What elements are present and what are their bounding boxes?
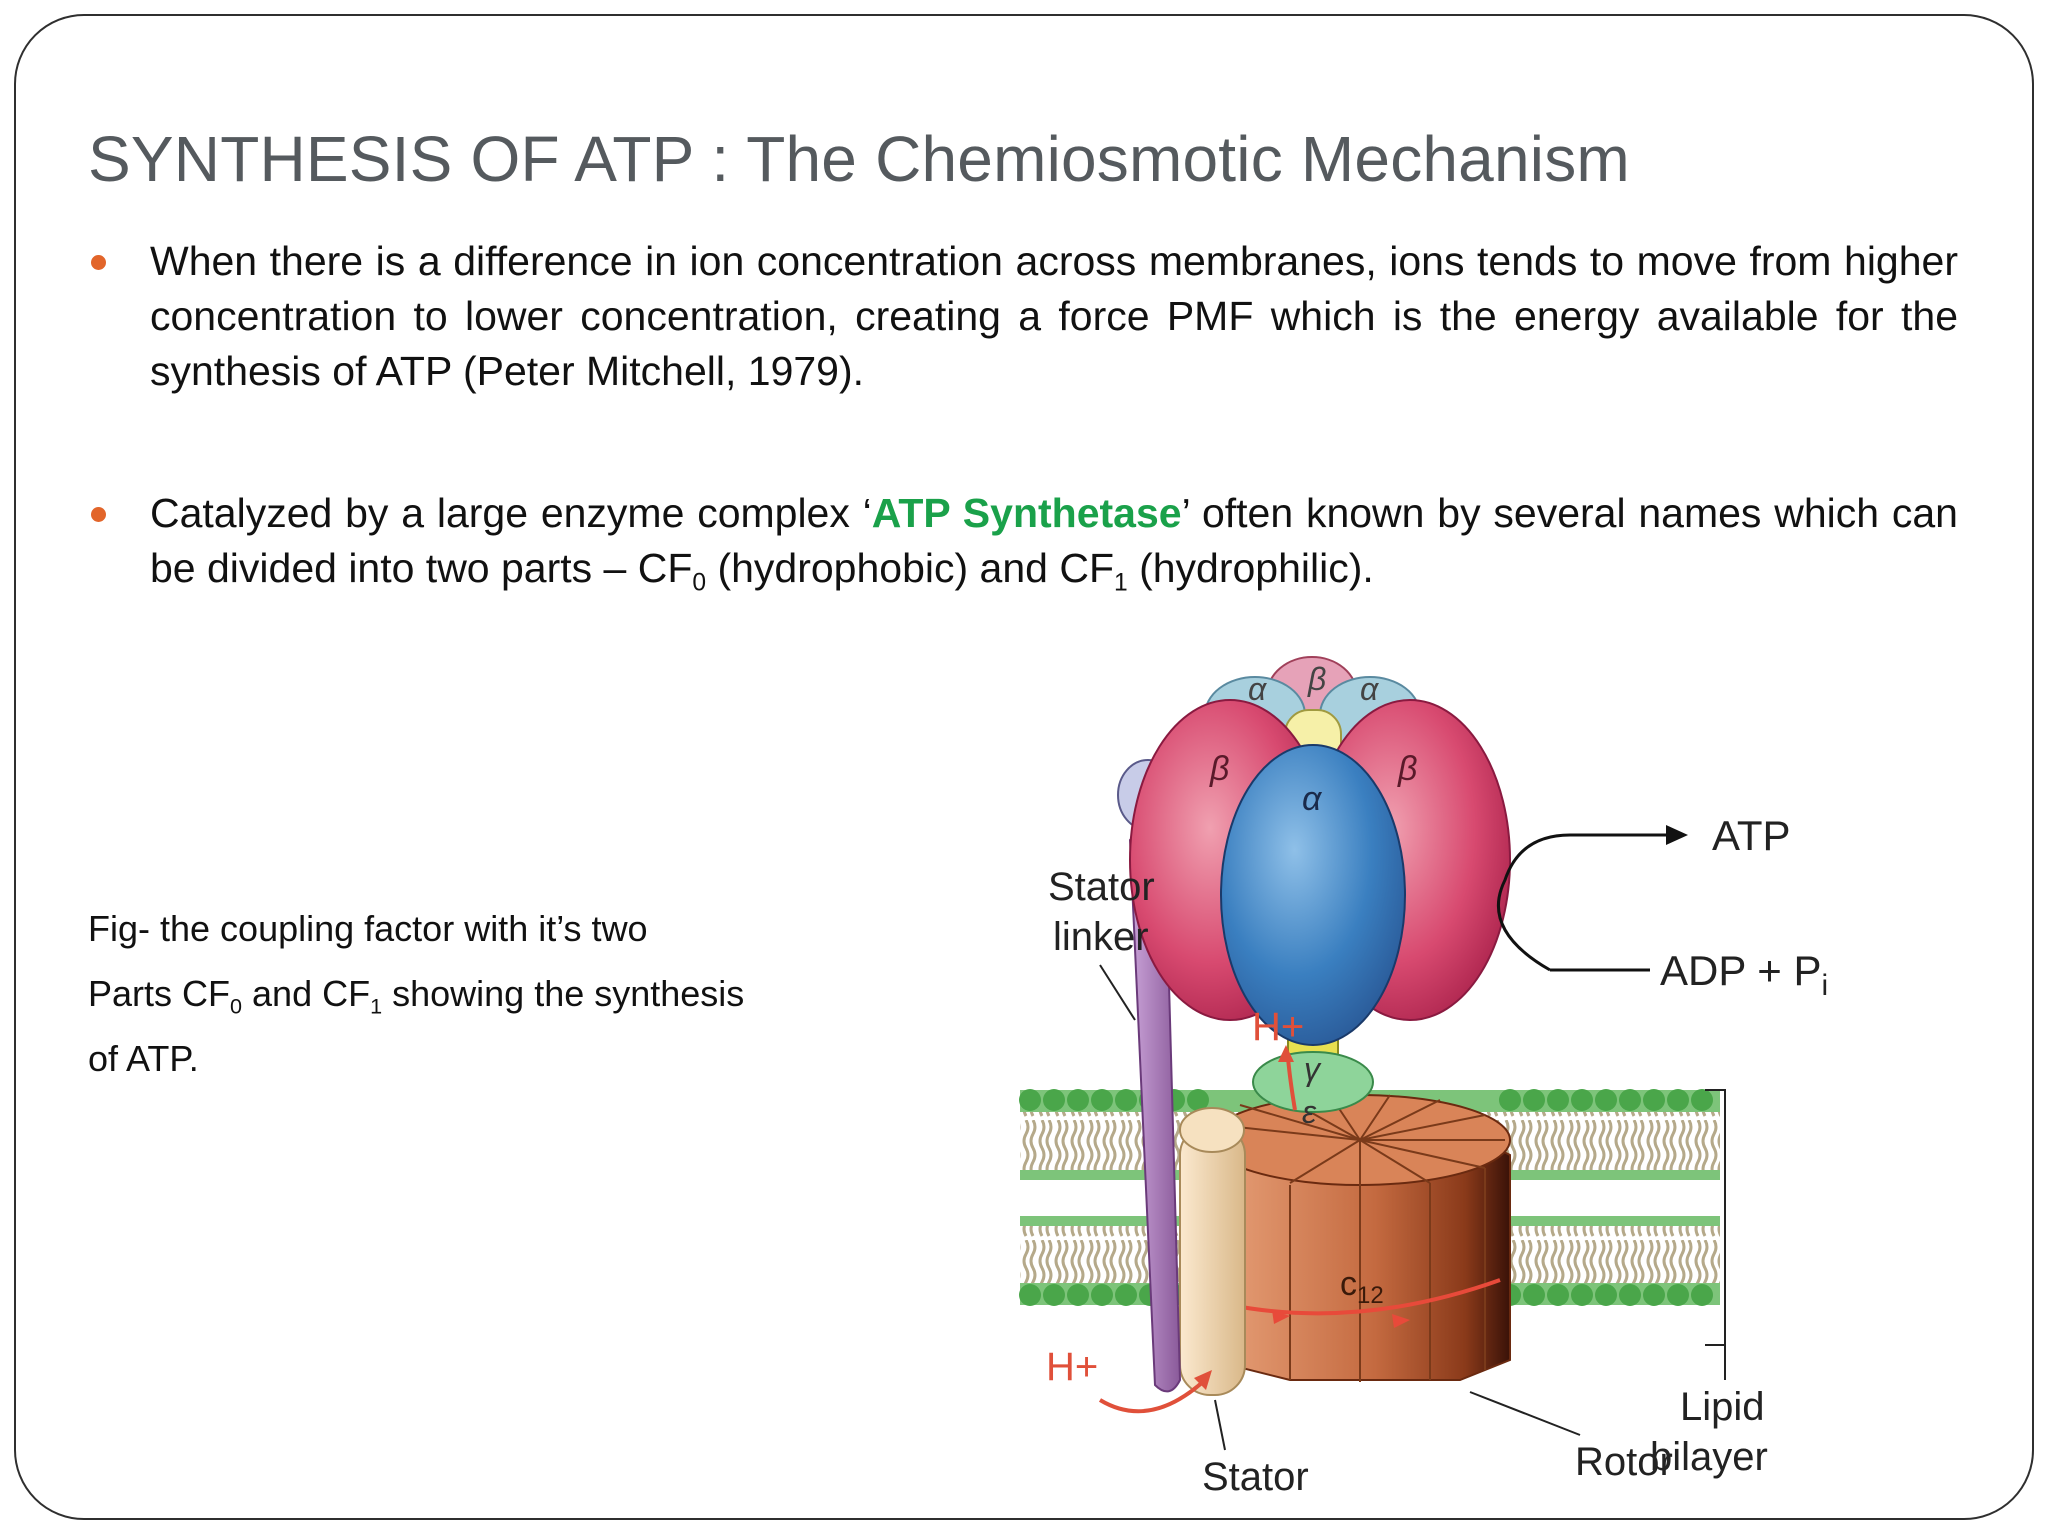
adp-pi-label: ADP + Pi xyxy=(1660,947,1828,1002)
rotor-c12-ring: c12 xyxy=(1209,1094,1511,1382)
bullet-pmf-text: When there is a difference in ion concen… xyxy=(150,238,1958,394)
stator-label: Stator xyxy=(1202,1455,1309,1499)
c12-label-c: c xyxy=(1340,1265,1357,1303)
figure-caption: Fig- the coupling factor with it’s two P… xyxy=(88,896,868,1091)
caption-line-2-mid: and CF xyxy=(242,973,371,1014)
h-plus-lower-label: H+ xyxy=(1046,1345,1098,1389)
stator-linker-label-2: linker xyxy=(1053,915,1149,959)
lipid-bilayer-label-1: Lipid xyxy=(1680,1385,1765,1429)
atp-reaction-arrow xyxy=(1496,825,1688,972)
caption-cf0-sub: 0 xyxy=(230,993,243,1019)
stator-linker-label-1: Stator xyxy=(1048,865,1155,909)
beta-label-right: β xyxy=(1397,750,1417,788)
adp-pi-text: ADP + P xyxy=(1660,947,1821,994)
caption-line-2: Parts CF0 and CF1 showing the synthesis xyxy=(88,961,868,1026)
beta-label-left: β xyxy=(1209,750,1229,788)
bullet-dot xyxy=(91,255,106,270)
caption-line-3: of ATP. xyxy=(88,1038,199,1079)
pi-subscript: i xyxy=(1821,969,1828,1002)
bullet-pmf: When there is a difference in ion concen… xyxy=(91,234,1958,399)
atp-synthase-diagram: c12 δ α β α β β α γ ε ATP ADP + Pi xyxy=(1019,656,1828,1499)
bullet-text-mid2: (hydrophobic) and CF xyxy=(706,545,1114,591)
caption-line-2-post: showing the synthesis xyxy=(382,973,745,1014)
bullet-text-pre: Catalyzed by a large enzyme complex ‘ xyxy=(150,490,872,536)
bullet-dot xyxy=(91,507,106,522)
caption-line-1: Fig- the coupling factor with it’s two xyxy=(88,908,648,949)
atp-label: ATP xyxy=(1712,812,1791,859)
cf1-subscript: 1 xyxy=(1114,569,1128,597)
caption-line-2-pre: Parts CF xyxy=(88,973,231,1014)
c12-label-sub: 12 xyxy=(1357,1282,1384,1309)
epsilon-label: ε xyxy=(1302,1094,1317,1130)
alpha-label-top-left: α xyxy=(1248,671,1267,707)
caption-cf1-sub: 1 xyxy=(370,993,383,1019)
gamma-label: γ xyxy=(1304,1051,1322,1087)
h-plus-upper-label: H+ xyxy=(1252,1005,1304,1049)
beta-label-top: β xyxy=(1307,661,1326,697)
lipid-bilayer-label-2: bilayer xyxy=(1650,1435,1768,1479)
rotor-label: Rotor xyxy=(1575,1440,1673,1484)
bullet-text-post: (hydrophilic). xyxy=(1127,545,1374,591)
atp-synthetase-highlight: ATP Synthetase xyxy=(871,490,1182,536)
slide-title: SYNTHESIS OF ATP : The Chemiosmotic Mech… xyxy=(88,123,1630,195)
alpha-label-center: α xyxy=(1302,780,1323,818)
alpha-label-top-right: α xyxy=(1360,671,1379,707)
stator-subunit xyxy=(1179,1107,1246,1396)
c12-label: c12 xyxy=(1340,1265,1384,1309)
bullet-atp-synthetase: Catalyzed by a large enzyme complex ‘ATP… xyxy=(91,486,1958,597)
bullet-text-mid: ’ often known by several names which can… xyxy=(150,490,1958,591)
cf0-subscript: 0 xyxy=(692,569,707,597)
cf1-head: α β α β β α γ ε xyxy=(1129,656,1511,1130)
